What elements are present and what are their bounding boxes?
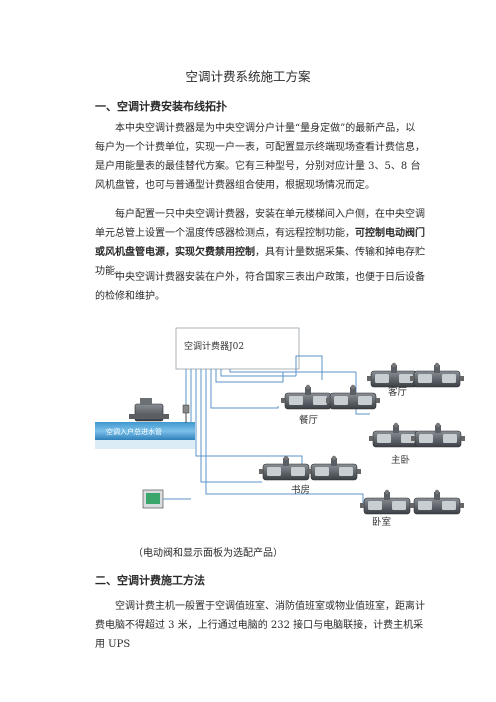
bold-text-run: 可控制电动阀门或风机盘管电源，实现欠费禁用控制 bbox=[95, 228, 425, 258]
main-water-pipe bbox=[95, 422, 195, 440]
paragraph: 本中央空调计费器是为中央空调分户计量“量身定做”的最新产品，以每户为一个计费单位… bbox=[95, 123, 425, 191]
fancoil-unit bbox=[325, 384, 381, 410]
section-heading-1: 一、空调计费安装布线拓扑 bbox=[95, 100, 227, 113]
fancoil-unit bbox=[280, 384, 336, 410]
electric-valve bbox=[129, 398, 169, 422]
controller-label: 空调计费器J02 bbox=[184, 340, 244, 352]
room-label: 书房 bbox=[291, 484, 310, 496]
figure-caption: （电动阀和显示面板为选配产品） bbox=[133, 548, 283, 559]
display-panel bbox=[142, 489, 191, 509]
fancoil-unit bbox=[366, 362, 422, 388]
paragraph: 空调计费主机一般置于空调值班室、消防值班室或物业值班室，距离计费电脑不得超过 3… bbox=[95, 601, 425, 650]
room-label: 餐厅 bbox=[299, 414, 319, 426]
fancoil-unit bbox=[409, 362, 465, 388]
text-run: ，具有计量数据采集、传输和掉电存贮功能。 bbox=[95, 247, 425, 277]
fancoil-unit bbox=[410, 422, 466, 448]
section-heading-2: 二、空调计费施工方法 bbox=[95, 574, 205, 587]
paragraph: 中央空调计费器安装在户外，符合国家三表出户政策，也便于日后设备的检修和维护。 bbox=[95, 272, 425, 302]
controller-box bbox=[175, 327, 300, 370]
page-title: 空调计费系统施工方案 bbox=[185, 69, 311, 84]
text-run: 每户配置一只中央空调计费器，安装在单元楼梯间入户侧，在中央空调单元总管上设置一个… bbox=[95, 209, 425, 239]
room-label: 主卧 bbox=[391, 454, 411, 466]
room-label: 卧室 bbox=[372, 516, 391, 528]
fancoil-unit bbox=[359, 489, 415, 515]
cable-bundle bbox=[185, 355, 370, 506]
temperature-sensor bbox=[182, 404, 190, 423]
fancoil-unit bbox=[306, 455, 362, 481]
paragraph: 每户配置一只中央空调计费器，安装在单元楼梯间入户侧，在中央空调单元总管上设置一个… bbox=[95, 205, 425, 281]
pipe-label: 空调入户总进水管 bbox=[106, 427, 162, 436]
fancoil-unit bbox=[258, 455, 314, 481]
room-label: 客厅 bbox=[388, 386, 408, 398]
fancoil-unit bbox=[409, 489, 465, 515]
